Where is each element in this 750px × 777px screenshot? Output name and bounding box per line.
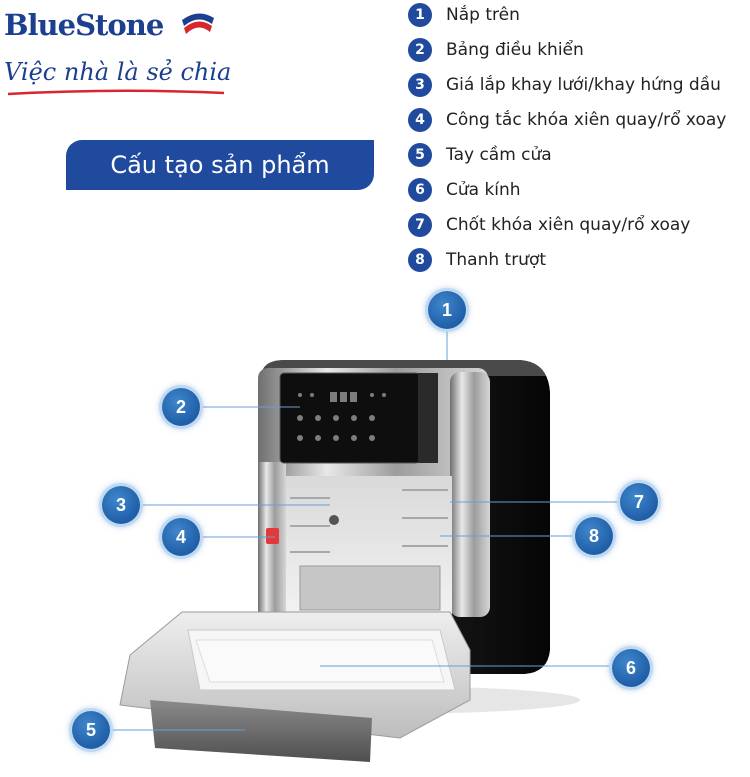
legend-number: 2 [408,38,432,62]
legend-item: 4 Công tắc khóa xiên quay/rổ xoay [408,107,750,133]
callout-3: 3 [102,486,140,524]
brand-mark-icon [182,13,214,34]
legend-item: 5 Tay cầm cửa [408,142,750,168]
lock-switch [266,528,279,544]
legend-label: Chốt khóa xiên quay/rổ xoay [446,215,691,235]
legend-label: Bảng điều khiển [446,40,584,60]
control-panel-buttons [297,392,386,441]
legend-number: 1 [408,3,432,27]
callout-6: 6 [612,649,650,687]
legend-item: 1 Nắp trên [408,2,750,28]
legend-label: Tay cầm cửa [446,145,552,165]
legend-label: Cửa kính [446,180,521,200]
slogan-underline [7,89,225,96]
legend-number: 6 [408,178,432,202]
rotisserie-socket [329,515,339,525]
legend-number: 4 [408,108,432,132]
callout-5: 5 [72,711,110,749]
glass-window-inner [195,639,445,683]
callout-8: 8 [575,517,613,555]
legend-number: 3 [408,73,432,97]
legend-number: 5 [408,143,432,167]
legend-item: 6 Cửa kính [408,177,750,203]
rack-rails [290,489,448,553]
door-handle [150,700,372,762]
legend-label: Thanh trượt [446,250,547,270]
side-frame-right [450,372,490,617]
drip-tray [299,565,441,611]
section-title: Cấu tạo sản phẩm [66,140,374,190]
legend-label: Công tắc khóa xiên quay/rổ xoay [446,110,727,130]
leader-lines [108,328,620,731]
callout-4: 4 [162,518,200,556]
legend-item: 2 Bảng điều khiển [408,37,750,63]
legend-item: 7 Chốt khóa xiên quay/rổ xoay [408,212,750,238]
legend-label: Nắp trên [446,5,520,25]
legend-number: 7 [408,213,432,237]
control-panel-edge [418,373,438,463]
callout-1: 1 [428,291,466,329]
legend-number: 8 [408,248,432,272]
callout-7: 7 [620,483,658,521]
legend-item: 8 Thanh trượt [408,247,750,273]
brand-slogan: Việc nhà là sẻ chia [4,58,232,86]
callout-2: 2 [162,388,200,426]
legend-label: Giá lắp khay lưới/khay hứng dầu [446,75,721,95]
legend-item: 3 Giá lắp khay lưới/khay hứng dầu [408,72,750,98]
brand-logo: BlueStone [4,8,164,42]
